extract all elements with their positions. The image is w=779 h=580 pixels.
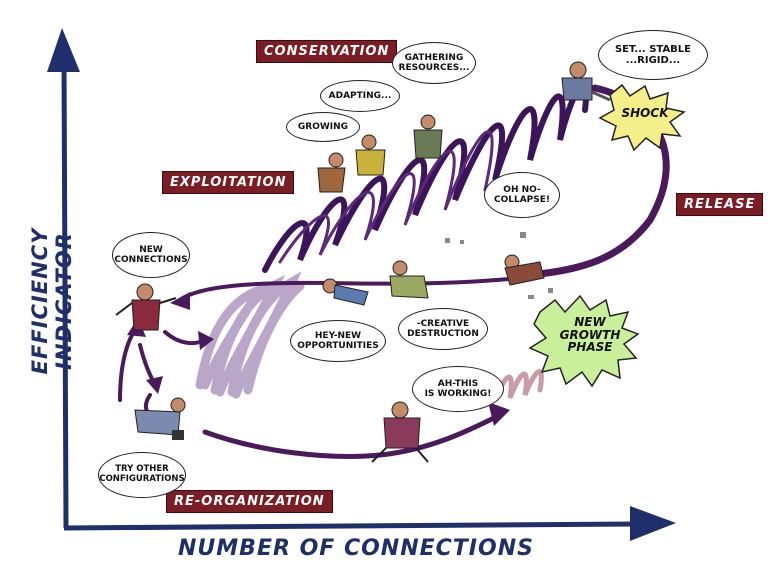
bubble-adapting: ADAPTING... bbox=[320, 80, 400, 112]
bubble-gathering-resources: GATHERING RESOURCES... bbox=[392, 42, 476, 84]
new-growth-phase-label: NEW GROWTH PHASE bbox=[559, 315, 621, 355]
x-axis-label: NUMBER OF CONNECTIONS bbox=[178, 536, 534, 561]
phase-label-release: RELEASE bbox=[676, 193, 764, 216]
figure-exploitation bbox=[317, 152, 346, 193]
bubble-try-other-configurations: TRY OTHER CONFIGURATIONS bbox=[98, 452, 186, 498]
shock-burst bbox=[598, 83, 686, 152]
reorg-arrowhead bbox=[488, 402, 510, 426]
bubble-growing: GROWING bbox=[286, 112, 360, 142]
x-axis-line bbox=[63, 521, 641, 531]
bubble-hey-new-opportunities: HEY-NEW OPPORTUNITIES bbox=[290, 320, 386, 362]
characters bbox=[115, 61, 611, 463]
shock-label: SHOCK bbox=[621, 106, 669, 120]
reorg-arrow bbox=[202, 412, 503, 459]
y-axis-line bbox=[61, 59, 69, 529]
figure-hey-new bbox=[322, 278, 369, 306]
y-axis-label: EFFICIENCY INDICATOR bbox=[28, 227, 76, 375]
short-arrow-3-head bbox=[146, 376, 163, 394]
scribble-light bbox=[195, 271, 305, 399]
phase-label-conservation: CONSERVATION bbox=[256, 40, 398, 63]
new-growth-burst bbox=[528, 294, 640, 388]
axes bbox=[47, 28, 676, 541]
back-loop-arrowhead bbox=[170, 292, 190, 310]
y-axis-arrowhead bbox=[47, 28, 80, 72]
short-arrow-2 bbox=[118, 328, 137, 402]
adaptive-cycle-loop bbox=[118, 84, 670, 459]
figure-growing bbox=[355, 134, 386, 176]
bubble-this-is-working: AH-THIS IS WORKING! bbox=[412, 366, 504, 412]
figure-working bbox=[371, 401, 429, 463]
scribble-dark bbox=[262, 83, 589, 273]
figure-new-connections bbox=[115, 283, 177, 331]
short-arrow-1-head bbox=[198, 331, 214, 350]
bubble-new-connections: NEW CONNECTIONS bbox=[112, 232, 190, 278]
figure-collapse bbox=[504, 254, 545, 286]
bubble-oh-no-collapse: OH NO- COLLAPSE! bbox=[484, 172, 560, 218]
figure-stable bbox=[561, 61, 611, 102]
phase-label-exploitation: EXPLOITATION bbox=[162, 171, 295, 194]
figure-adapting bbox=[413, 114, 443, 159]
bubble-set-stable: SET... STABLE ...RIGID... bbox=[598, 30, 708, 80]
figure-creative bbox=[389, 260, 429, 299]
debris bbox=[445, 232, 553, 299]
x-axis-arrowhead bbox=[630, 506, 676, 541]
figure-try-configurations bbox=[134, 397, 186, 440]
bubble-creative-destruction: -CREATIVE DESTRUCTION bbox=[398, 308, 488, 350]
phase-label-reorganization: RE-ORGANIZATION bbox=[166, 490, 333, 513]
